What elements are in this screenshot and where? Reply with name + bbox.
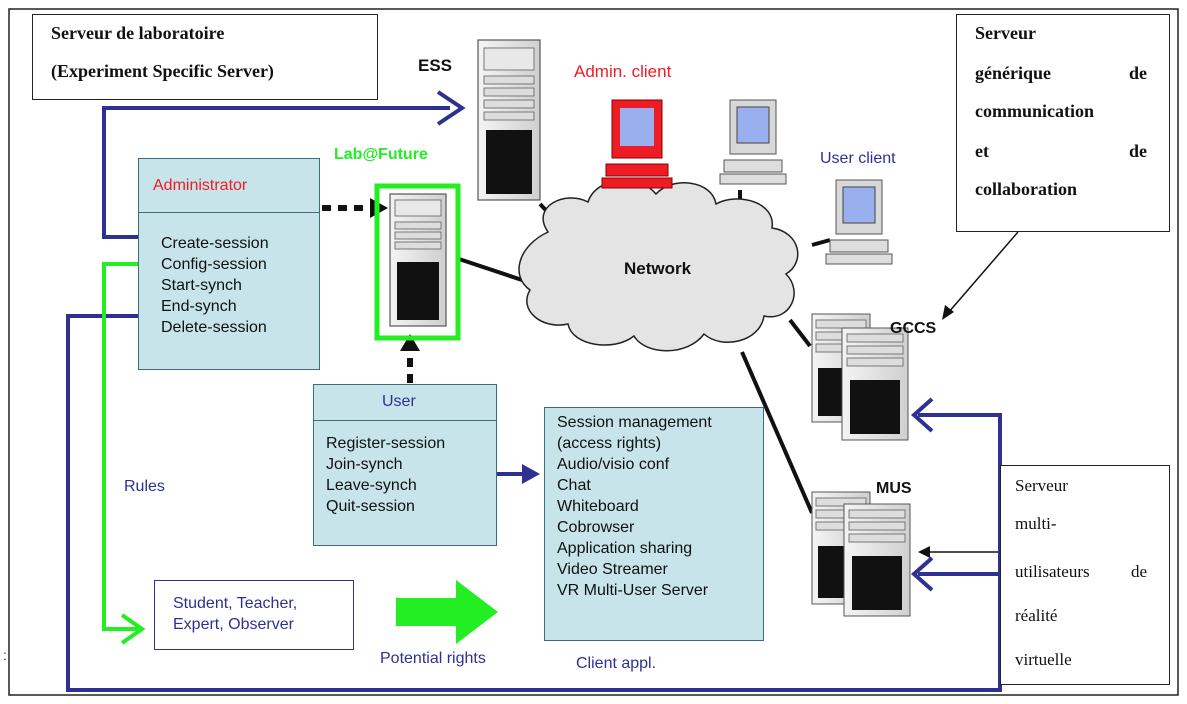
ess-callout-line2: (Experiment Specific Server) bbox=[51, 61, 274, 81]
rules-arrowhead bbox=[120, 613, 146, 645]
user-client-label: User client bbox=[820, 150, 896, 167]
client-appl-item: (access rights) bbox=[557, 435, 662, 452]
admin-action-create-session: Create-session bbox=[161, 235, 269, 252]
mus-callout-line5: virtuelle bbox=[1015, 650, 1072, 669]
user-actions: Register-session Join-synch Leave-synch … bbox=[326, 433, 445, 517]
loop-to-gccs-arrowhead bbox=[910, 397, 934, 433]
network-label: Network bbox=[624, 259, 692, 278]
gccs-callout: Serveur générique de communication et de… bbox=[956, 14, 1170, 232]
client-appl-list: Session management (access rights) Audio… bbox=[557, 412, 712, 601]
lab-future-server-icon bbox=[374, 183, 461, 341]
user-action-quit-session: Quit-session bbox=[326, 498, 415, 515]
client-appl-item: Cobrowser bbox=[557, 519, 635, 536]
lab-network-link bbox=[455, 256, 529, 284]
admin-to-ess-line bbox=[102, 106, 450, 239]
admin-action-delete-session: Delete-session bbox=[161, 319, 267, 336]
user-title: User bbox=[382, 393, 416, 410]
mus-callout-arrowhead bbox=[918, 546, 930, 558]
client-appl-item: Video Streamer bbox=[557, 561, 668, 578]
administrator-title: Administrator bbox=[153, 177, 248, 194]
gccs-network-link bbox=[788, 318, 812, 348]
gccs-callout-line bbox=[947, 231, 1019, 314]
network-cloud bbox=[518, 179, 799, 352]
user-header: User bbox=[314, 385, 496, 421]
roles-box: Student, Teacher, Expert, Observer bbox=[154, 580, 354, 650]
loop-to-mus-arrowhead bbox=[910, 556, 934, 592]
mus-network-link bbox=[740, 351, 814, 514]
client-appl-item: VR Multi-User Server bbox=[557, 582, 709, 599]
admin-client-pc-icon bbox=[601, 99, 673, 189]
loop-to-gccs-line bbox=[66, 314, 1002, 692]
user-action-leave-synch: Leave-synch bbox=[326, 477, 417, 494]
gccs-callout-line5: collaboration bbox=[975, 179, 1077, 199]
mus-callout-line3b: de bbox=[1131, 562, 1148, 581]
ess-server-icon bbox=[477, 39, 541, 201]
gccs-label: GCCS bbox=[890, 320, 937, 337]
lab-future-label: Lab@Future bbox=[334, 146, 428, 163]
gccs-callout-arrowhead bbox=[942, 305, 954, 320]
mus-callout: Serveur multi- utilisateurs de réalité v… bbox=[1000, 465, 1170, 685]
gccs-callout-line3: communication bbox=[975, 101, 1094, 121]
gccs-callout-line4b: de bbox=[1129, 141, 1147, 161]
ess-label: ESS bbox=[418, 56, 453, 75]
mus-server-icon bbox=[811, 491, 911, 617]
client-appl-box: Session management (access rights) Audio… bbox=[544, 407, 764, 641]
roles-list: Student, Teacher, Expert, Observer bbox=[173, 593, 297, 635]
join-to-client-arrowhead bbox=[522, 464, 540, 484]
mus-callout-line4: réalité bbox=[1015, 606, 1058, 625]
mus-callout-line1: Serveur bbox=[1015, 476, 1068, 495]
admin-client-label: Admin. client bbox=[574, 62, 672, 81]
administrator-actions: Create-session Config-session Start-sync… bbox=[161, 233, 269, 338]
user-action-join-synch: Join-synch bbox=[326, 456, 403, 473]
roles-line: Expert, Observer bbox=[173, 616, 294, 633]
admin-to-ess-arrowhead bbox=[436, 90, 466, 126]
mus-callout-line3a: utilisateurs bbox=[1015, 562, 1090, 581]
gccs-callout-line2a: générique bbox=[975, 63, 1051, 83]
client-appl-item: Whiteboard bbox=[557, 498, 639, 515]
user-client-pc-icon bbox=[825, 179, 893, 265]
ess-callout: Serveur de laboratoire (Experiment Speci… bbox=[32, 14, 378, 100]
rules-line bbox=[102, 262, 138, 631]
svg-text::: : bbox=[3, 647, 7, 663]
gccs-callout-line2b: de bbox=[1129, 63, 1147, 83]
administrator-header: Administrator bbox=[139, 159, 319, 213]
ess-callout-line1: Serveur de laboratoire bbox=[51, 23, 225, 43]
potential-rights-arrow-icon bbox=[396, 580, 498, 644]
gccs-callout-line1: Serveur bbox=[975, 23, 1036, 43]
outer-frame bbox=[8, 8, 1179, 696]
user-box: User Register-session Join-synch Leave-s… bbox=[313, 384, 497, 546]
mus-callout-line2: multi- bbox=[1015, 514, 1057, 533]
admin-action-end-synch: End-synch bbox=[161, 298, 237, 315]
client-appl-item: Session management bbox=[557, 414, 712, 431]
potential-rights-label: Potential rights bbox=[380, 650, 486, 667]
client-appl-item: Audio/visio conf bbox=[557, 456, 670, 473]
client-appl-caption: Client appl. bbox=[576, 655, 657, 672]
gccs-server-icon bbox=[811, 313, 909, 441]
gccs-callout-line4a: et bbox=[975, 141, 989, 161]
admin-action-start-synch: Start-synch bbox=[161, 277, 242, 294]
client-pc-icon bbox=[719, 99, 787, 185]
rules-label: Rules bbox=[124, 478, 165, 495]
client-appl-item: Chat bbox=[557, 477, 591, 494]
mus-label: MUS bbox=[876, 480, 912, 497]
user-action-register-session: Register-session bbox=[326, 435, 446, 452]
administrator-box: Administrator Create-session Config-sess… bbox=[138, 158, 320, 370]
admin-action-config-session: Config-session bbox=[161, 256, 267, 273]
user-to-lab-arrowhead bbox=[400, 334, 420, 351]
client-appl-item: Application sharing bbox=[557, 540, 693, 557]
roles-line: Student, Teacher, bbox=[173, 595, 298, 612]
user-client-network-link bbox=[811, 238, 831, 247]
